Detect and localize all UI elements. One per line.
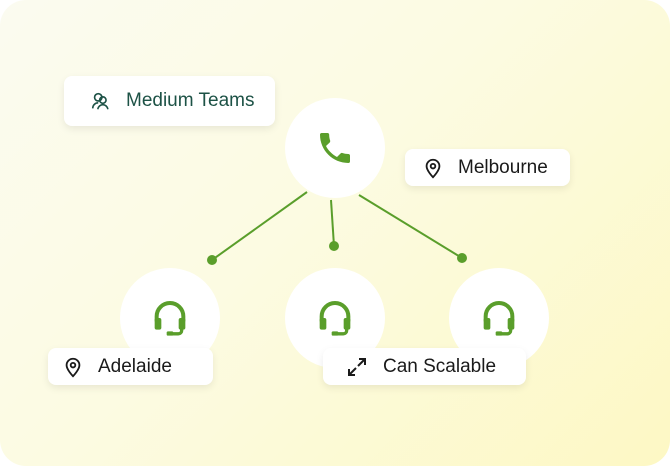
adelaide-label: Adelaide (98, 355, 172, 377)
medium-teams-label: Medium Teams (126, 90, 255, 111)
connector-dot-left (207, 255, 217, 265)
can-scalable-tag: Can Scalable (323, 348, 526, 385)
connector-dot-center (329, 241, 339, 251)
adelaide-tag: Adelaide (48, 348, 213, 385)
headset-icon (154, 301, 186, 336)
melbourne-tag: Melbourne (405, 149, 570, 186)
headset-icon (483, 301, 515, 336)
medium-teams-tag: Medium Teams (64, 76, 275, 126)
connector-left (211, 191, 308, 261)
connector-right (358, 194, 463, 259)
melbourne-label: Melbourne (458, 156, 548, 178)
connector-dot-right (457, 253, 467, 263)
headset-icon (319, 301, 351, 336)
can-scalable-label: Can Scalable (383, 355, 497, 377)
phone-icon (320, 133, 350, 163)
users-icon (90, 90, 112, 112)
location-pin-icon (422, 156, 444, 180)
connector-center (330, 199, 335, 247)
location-pin-icon (62, 355, 84, 379)
phone-node (285, 98, 385, 198)
expand-arrows-icon (345, 355, 369, 379)
